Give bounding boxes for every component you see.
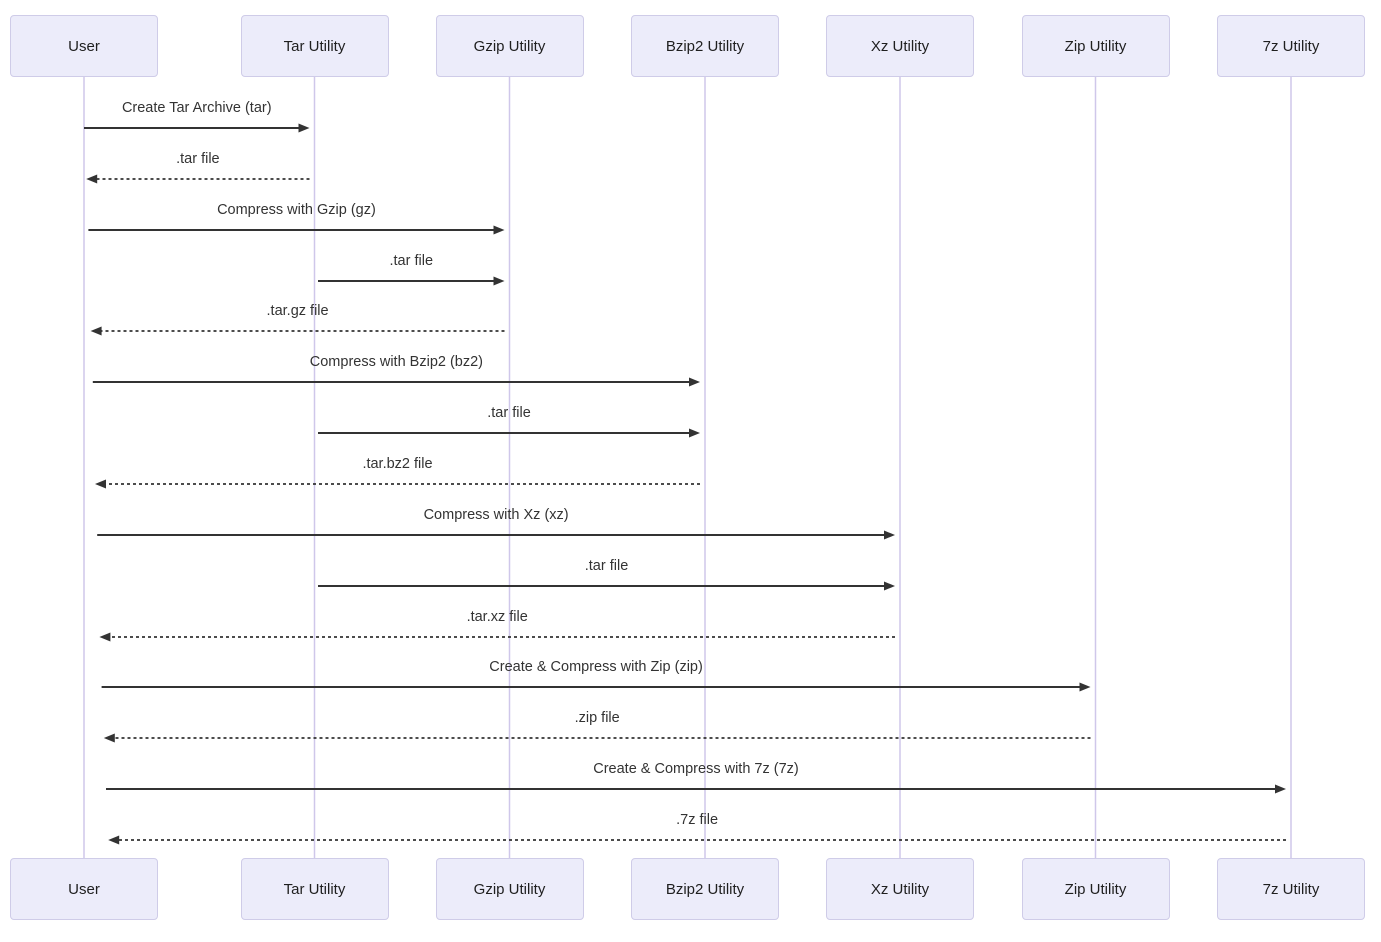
message-label: Create Tar Archive (tar) bbox=[121, 100, 272, 116]
actor-label: User bbox=[68, 880, 100, 898]
actor-box-top-bzip2-utility: Bzip2 Utility bbox=[631, 15, 779, 77]
actor-box-bottom-user: User bbox=[10, 858, 158, 920]
actor-box-top-user: User bbox=[10, 15, 158, 77]
actor-label: Xz Utility bbox=[870, 880, 930, 898]
actor-box-bottom-gzip-utility: Gzip Utility bbox=[435, 858, 584, 920]
message-label: Compress with Gzip (gz) bbox=[217, 202, 376, 218]
actor-label: Gzip Utility bbox=[473, 37, 546, 55]
actor-label: Tar Utility bbox=[283, 880, 346, 898]
actor-label: 7z Utility bbox=[1262, 37, 1320, 55]
message-label: .tar.gz file bbox=[266, 303, 329, 319]
arrowhead-1 bbox=[86, 174, 98, 184]
actor-box-top-7z-utility: 7z Utility bbox=[1217, 15, 1365, 77]
message-label: .tar file bbox=[487, 405, 531, 421]
actor-label: 7z Utility bbox=[1262, 880, 1320, 898]
arrowhead-6 bbox=[689, 428, 700, 438]
message-label: .tar.xz file bbox=[466, 609, 528, 625]
arrowhead-5 bbox=[689, 377, 700, 387]
actor-box-top-zip-utility: Zip Utility bbox=[1021, 15, 1170, 77]
message-label: .7z file bbox=[676, 812, 719, 828]
arrowhead-7 bbox=[95, 479, 106, 489]
actor-box-bottom-bzip2-utility: Bzip2 Utility bbox=[631, 858, 779, 920]
arrowhead-0 bbox=[298, 123, 310, 133]
actor-box-bottom-zip-utility: Zip Utility bbox=[1021, 858, 1170, 920]
arrowhead-10 bbox=[99, 632, 111, 642]
arrowhead-14 bbox=[108, 835, 120, 845]
arrowhead-13 bbox=[1275, 784, 1286, 794]
actor-label: Bzip2 Utility bbox=[665, 880, 745, 898]
message-label: .zip file bbox=[574, 710, 620, 726]
actor-box-bottom-7z-utility: 7z Utility bbox=[1217, 858, 1365, 920]
message-label: Create & Compress with 7z (7z) bbox=[593, 761, 799, 777]
arrowhead-3 bbox=[493, 276, 505, 286]
actor-box-bottom-xz-utility: Xz Utility bbox=[826, 858, 974, 920]
actor-label: Zip Utility bbox=[1064, 37, 1127, 55]
actor-label: Zip Utility bbox=[1064, 880, 1127, 898]
arrowhead-12 bbox=[103, 733, 115, 743]
actor-label: Gzip Utility bbox=[473, 880, 546, 898]
arrowhead-8 bbox=[884, 530, 895, 540]
arrowhead-9 bbox=[884, 581, 895, 591]
actor-box-top-gzip-utility: Gzip Utility bbox=[435, 15, 584, 77]
actor-box-top-xz-utility: Xz Utility bbox=[826, 15, 974, 77]
actor-box-bottom-tar-utility: Tar Utility bbox=[240, 858, 389, 920]
actor-box-top-tar-utility: Tar Utility bbox=[240, 15, 389, 77]
message-label: .tar.bz2 file bbox=[362, 456, 433, 472]
message-label: .tar file bbox=[584, 558, 629, 574]
actor-label: User bbox=[68, 37, 100, 55]
message-label: Compress with Bzip2 (bz2) bbox=[309, 354, 484, 370]
actor-label: Tar Utility bbox=[283, 37, 346, 55]
arrowhead-2 bbox=[493, 225, 505, 235]
actor-label: Bzip2 Utility bbox=[665, 37, 745, 55]
arrowhead-4 bbox=[90, 326, 102, 336]
message-label: .tar file bbox=[389, 253, 434, 269]
message-label: .tar file bbox=[176, 151, 220, 167]
arrowhead-11 bbox=[1079, 682, 1091, 692]
message-label: Create & Compress with Zip (zip) bbox=[489, 659, 703, 675]
message-label: Compress with Xz (xz) bbox=[423, 507, 569, 523]
actor-label: Xz Utility bbox=[870, 37, 930, 55]
